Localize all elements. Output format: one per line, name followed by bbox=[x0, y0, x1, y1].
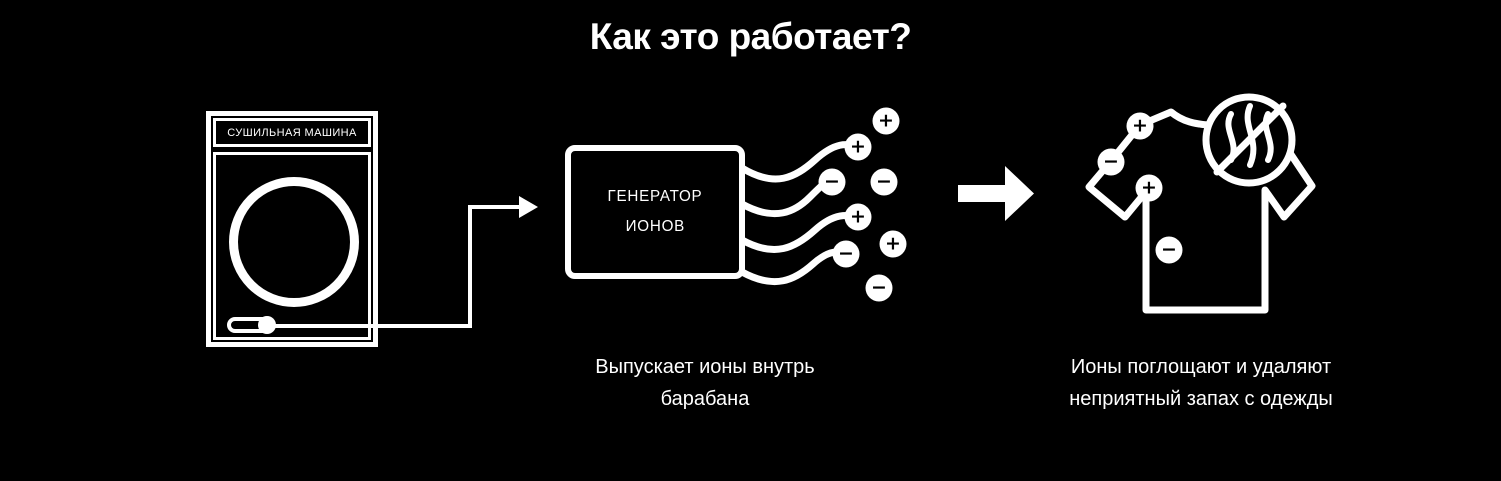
machine-label-box: СУШИЛЬНАЯ МАШИНА bbox=[213, 118, 371, 147]
ion-negative: − bbox=[832, 240, 860, 268]
machine-label: СУШИЛЬНАЯ МАШИНА bbox=[227, 126, 357, 139]
machine-to-generator-connector bbox=[265, 205, 519, 328]
machine-door-panel bbox=[213, 152, 371, 340]
ion-positive: + bbox=[1135, 174, 1163, 202]
ion-negative: − bbox=[1155, 236, 1183, 264]
generator-label-line2: ИОНОВ bbox=[625, 218, 685, 235]
shirt-caption: Ионы поглощают и удаляют неприятный запа… bbox=[1001, 351, 1401, 415]
ion-positive: + bbox=[844, 203, 872, 231]
ion-positive: + bbox=[872, 107, 900, 135]
ion-negative: − bbox=[865, 274, 893, 302]
door-latch-icon bbox=[258, 316, 276, 334]
generator-label-line1: ГЕНЕРАТОР bbox=[607, 188, 703, 205]
shirt-caption-line2: неприятный запах с одежды bbox=[1069, 388, 1333, 410]
drum-window-icon bbox=[229, 177, 359, 307]
ion-negative: − bbox=[1097, 148, 1125, 176]
generator-caption: Выпускает ионы внутрь барабана bbox=[505, 351, 905, 415]
ion-negative: − bbox=[818, 168, 846, 196]
ion-positive: + bbox=[844, 133, 872, 161]
tshirt-illustration bbox=[1085, 108, 1316, 314]
ion-positive: + bbox=[1126, 112, 1154, 140]
big-arrow-icon bbox=[958, 166, 1034, 221]
ion-generator-box: ГЕНЕРАТОР ИОНОВ bbox=[565, 145, 745, 279]
generator-caption-line1: Выпускает ионы внутрь bbox=[595, 356, 815, 378]
shirt-caption-line1: Ионы поглощают и удаляют bbox=[1070, 356, 1332, 378]
ion-positive: + bbox=[879, 230, 907, 258]
small-arrowhead-icon bbox=[519, 196, 538, 218]
generator-caption-line2: барабана bbox=[660, 388, 750, 410]
no-odor-icon bbox=[1202, 93, 1296, 187]
dryer-machine-illustration: СУШИЛЬНАЯ МАШИНА bbox=[206, 111, 378, 347]
page-title: Как это работает? bbox=[589, 16, 912, 57]
ion-negative: − bbox=[870, 168, 898, 196]
